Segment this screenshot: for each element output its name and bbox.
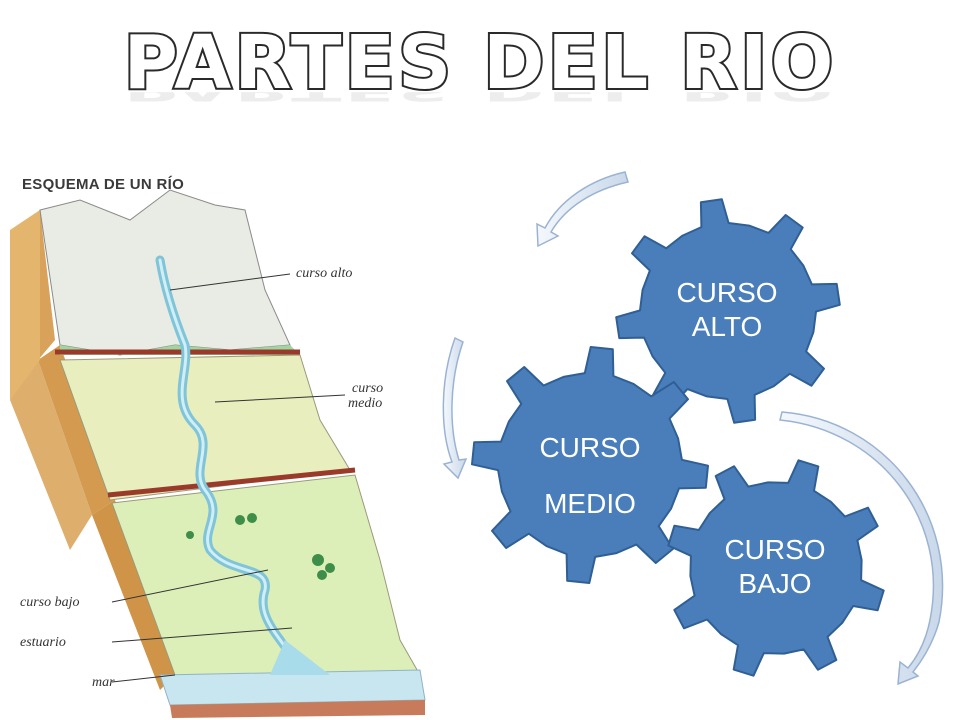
gear-curso-bajo	[667, 459, 885, 677]
cycle-arrow-left	[442, 336, 468, 480]
estuary-delta	[270, 640, 330, 675]
tree-icon	[186, 531, 194, 539]
middle-side-face	[38, 345, 115, 515]
leader-curso-alto	[169, 273, 291, 291]
cycle-arrow-right	[779, 411, 944, 686]
sea-base	[159, 669, 426, 706]
tree-icon	[235, 515, 245, 525]
tree-icon	[247, 513, 257, 523]
tree-icon	[312, 554, 324, 566]
river-highlight	[158, 258, 302, 672]
page-title-reflection: PARTES DEL RIO	[0, 92, 960, 104]
gear-curso-medio	[471, 346, 709, 584]
gears-diagram	[442, 171, 944, 686]
gear-alto-line1: CURSO	[676, 277, 778, 308]
leader-curso-medio	[214, 394, 346, 403]
leader-estuario	[111, 627, 293, 643]
divider-middle	[107, 467, 356, 498]
page-title: PARTES DEL RIO	[122, 20, 837, 106]
gear-bajo-line2: BAJO	[738, 568, 812, 599]
gear-medio-label: CURSO MEDIO	[525, 420, 655, 532]
scheme-title: ESQUEMA DE UN RÍO	[22, 176, 185, 193]
middle-block	[59, 354, 351, 501]
cycle-arrow-top	[536, 171, 629, 248]
cliff-face-1	[10, 360, 92, 550]
gear-medio-line1: CURSO	[539, 432, 641, 463]
gear-medio-line2: MEDIO	[544, 488, 636, 519]
gear-alto-line2: ALTO	[691, 311, 763, 342]
leader-mar	[111, 674, 176, 683]
gear-bajo-label: CURSO BAJO	[710, 533, 840, 601]
tree-icon	[325, 563, 335, 573]
label-estuario: estuario	[20, 635, 66, 650]
tree-icon	[317, 570, 327, 580]
leader-curso-bajo	[111, 569, 269, 603]
ground-base	[170, 700, 425, 718]
label-curso-alto: curso alto	[296, 266, 353, 281]
gear-alto-label: CURSO ALTO	[662, 276, 792, 344]
gear-bajo-line1: CURSO	[724, 534, 826, 565]
lower-side-face	[92, 500, 175, 690]
label-curso-bajo: curso bajo	[20, 595, 80, 610]
gear-curso-alto	[615, 198, 841, 424]
label-mar: mar	[92, 675, 115, 690]
cliff-face-left	[10, 210, 40, 400]
label-curso-medio-line1: curso	[352, 381, 384, 396]
label-curso-medio-line2: medio	[348, 396, 383, 411]
river-illustration	[10, 189, 426, 718]
